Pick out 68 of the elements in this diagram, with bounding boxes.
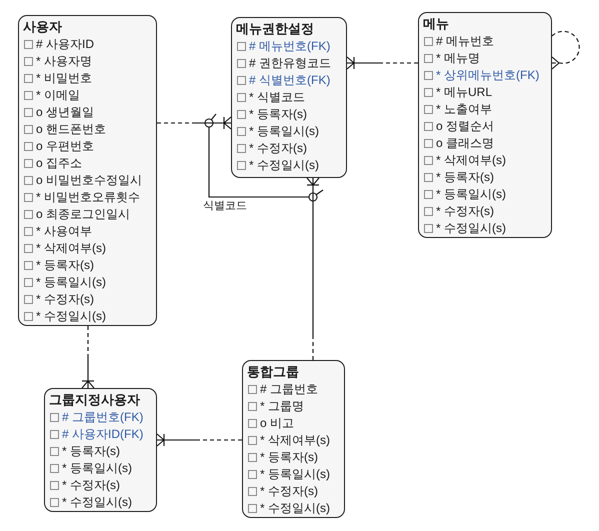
attribute-text: o 집주소 — [36, 156, 82, 171]
attribute-text: o 핸드폰번호 — [36, 122, 106, 137]
attribute-text: * 이메일 — [36, 88, 80, 103]
relationship-line — [157, 116, 232, 130]
attribute-text: * 수정자(s) — [36, 292, 94, 307]
attribute-text: * 삭제여부(s) — [436, 153, 506, 168]
attribute-text: * 메뉴명 — [436, 51, 480, 66]
attribute-text: * 등록일시(s) — [36, 275, 106, 290]
entity-box — [18, 15, 157, 326]
entity-title: 그룹지정사용자 — [49, 391, 140, 409]
attribute-text: * 등록자(s) — [436, 170, 494, 185]
attribute-text: * 삭제여부(s) — [260, 433, 330, 448]
attribute-text: * 수정자(s) — [62, 478, 120, 493]
attribute-text: o 최종로그인일시 — [36, 207, 130, 222]
attribute-text: o 비밀번호수정일시 — [36, 173, 142, 188]
attribute-text: * 비밀번호오류횟수 — [36, 190, 140, 205]
attribute-text: * 사용여부 — [36, 224, 92, 239]
attribute-text: * 비밀번호 — [36, 71, 92, 86]
attribute-text: * 등록일시(s) — [260, 467, 330, 482]
attribute-text: * 수정일시(s) — [62, 495, 132, 510]
attribute-text: * 등록자(s) — [36, 258, 94, 273]
entity-box — [242, 360, 345, 518]
attribute-text: # 그룹번호 — [260, 382, 318, 397]
relationship-line — [81, 326, 95, 389]
attribute-text: o 정렬순서 — [436, 119, 494, 134]
attribute-text: * 메뉴URL — [436, 85, 492, 100]
attribute-text: * 등록자(s) — [249, 107, 307, 122]
attribute-text: # 식별번호(FK) — [249, 73, 330, 88]
attribute-text: * 삭제여부(s) — [36, 241, 106, 256]
relationship-line — [156, 433, 242, 447]
attribute-text: * 수정일시(s) — [249, 158, 319, 173]
attribute-text: * 상위메뉴번호(FK) — [436, 68, 540, 83]
relationship-line — [306, 177, 320, 360]
attribute-text: * 등록자(s) — [62, 444, 120, 459]
attribute-text: * 수정자(s) — [260, 484, 318, 499]
attribute-text: * 식별코드 — [249, 90, 306, 105]
attribute-text: # 메뉴번호 — [436, 34, 494, 49]
entity-box — [231, 17, 347, 178]
attribute-text: * 등록일시(s) — [62, 461, 132, 476]
attribute-text: # 메뉴번호(FK) — [249, 39, 330, 54]
attribute-text: o 생년월일 — [36, 105, 94, 120]
attribute-text: * 등록일시(s) — [249, 124, 319, 139]
relationship-line — [346, 56, 418, 70]
attribute-text: * 등록자(s) — [260, 450, 318, 465]
attribute-text: # 그룹번호(FK) — [62, 410, 144, 425]
entity-box — [44, 388, 157, 512]
entity-title: 메뉴권한설정 — [236, 20, 314, 38]
attribute-text: # 사용자ID — [36, 37, 94, 52]
attribute-text: * 등록일시(s) — [436, 187, 506, 202]
attribute-text: o 클래스명 — [436, 136, 494, 151]
entity-title: 메뉴 — [423, 15, 449, 33]
attribute-text: * 수정일시(s) — [260, 501, 330, 516]
relationship-line — [551, 30, 580, 70]
attribute-text: * 수정일시(s) — [436, 221, 506, 236]
attribute-text: # 권한유형코드 — [249, 56, 332, 71]
arc-label: 식별코드 — [203, 200, 247, 213]
entity-title: 통합그룹 — [247, 363, 299, 381]
attribute-text: * 수정일시(s) — [36, 309, 106, 324]
entity-title: 사용자 — [23, 18, 62, 36]
attribute-text: # 사용자ID(FK) — [62, 427, 144, 442]
attribute-text: * 사용자명 — [36, 54, 92, 69]
attribute-text: * 그룹명 — [260, 399, 304, 414]
entity-box — [418, 12, 552, 238]
attribute-text: * 수정자(s) — [436, 204, 494, 219]
attribute-text: * 노출여부 — [436, 102, 492, 117]
attribute-text: o 우편번호 — [36, 139, 94, 154]
attribute-text: * 수정자(s) — [249, 141, 307, 156]
attribute-text: o 비고 — [260, 416, 294, 431]
